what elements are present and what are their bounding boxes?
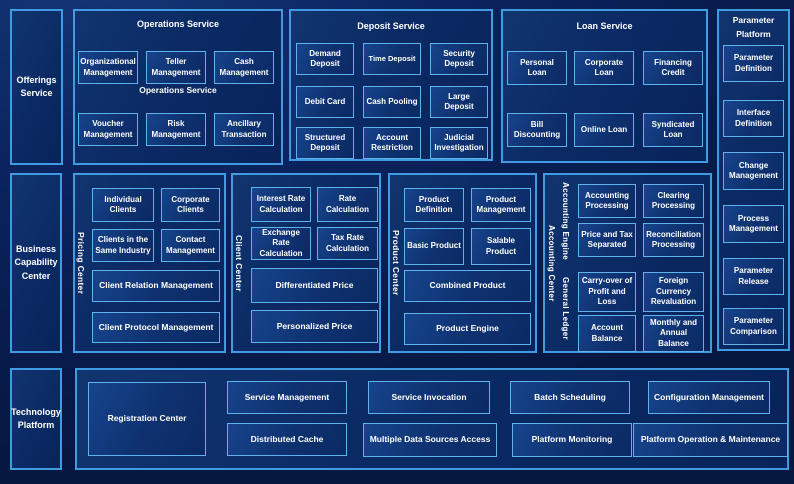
box-service-management: Service Management bbox=[227, 381, 347, 414]
box-basic-product: Basic Product bbox=[404, 228, 464, 265]
sidebar-offerings-service: Offerings Service bbox=[10, 9, 63, 165]
business-capability-label: Business Capability Center bbox=[14, 244, 58, 281]
box-corporate-loan: Corporate Loan bbox=[574, 51, 634, 85]
box-cash-management: Cash Management bbox=[214, 51, 274, 84]
box-exchange-rate-calculation: Exchange Rate Calculation bbox=[251, 227, 311, 260]
box-combined-product: Combined Product bbox=[404, 270, 531, 302]
box-structured-deposit: Structured Deposit bbox=[296, 127, 354, 159]
box-ancillary-transaction: Ancillary Transaction bbox=[214, 113, 274, 146]
box-product-engine: Product Engine bbox=[404, 313, 531, 345]
general-ledger-label: General Ledger bbox=[561, 276, 570, 340]
box-security-deposit: Security Deposit bbox=[430, 43, 488, 75]
box-individual-clients: Individual Clients bbox=[92, 188, 154, 222]
box-syndicated-loan: Syndicated Loan bbox=[643, 113, 703, 147]
box-bill-discounting: Bill Discounting bbox=[507, 113, 567, 147]
box-salable-product: Salable Product bbox=[471, 228, 531, 265]
box-teller-management: Teller Management bbox=[146, 51, 206, 84]
box-change-management: Change Management bbox=[723, 152, 784, 190]
box-voucher-management: Voucher Management bbox=[78, 113, 138, 146]
accounting-center-label: Accounting Center bbox=[547, 224, 556, 302]
box-client-protocol-management: Client Protocol Management bbox=[92, 312, 220, 343]
box-differentiated-price: Differentiated Price bbox=[251, 268, 378, 303]
operations-service-title: Operations Service bbox=[136, 19, 220, 29]
operations-service-watermark: Operations Service bbox=[139, 85, 217, 95]
box-product-management: Product Management bbox=[471, 188, 531, 222]
box-personal-loan: Personal Loan bbox=[507, 51, 567, 85]
box-interest-rate-calculation: Interest Rate Calculation bbox=[251, 187, 311, 222]
box-parameter-release: Parameter Release bbox=[723, 258, 784, 295]
box-cash-pooling: Cash Pooling bbox=[363, 86, 421, 118]
accounting-engine-label: Accounting Engine bbox=[561, 182, 570, 260]
product-center-label: Product Center bbox=[391, 230, 401, 296]
box-account-restriction: Account Restriction bbox=[363, 127, 421, 159]
loan-service-title: Loan Service bbox=[576, 21, 633, 31]
box-multiple-data-sources-access: Multiple Data Sources Access bbox=[363, 423, 497, 457]
box-debit-card: Debit Card bbox=[296, 86, 354, 118]
box-interface-definition: Interface Definition bbox=[723, 100, 784, 137]
box-foreign-currency-revaluation: Foreign Currency Revaluation bbox=[643, 272, 704, 312]
box-accounting-processing: Accounting Processing bbox=[578, 184, 636, 218]
box-contact-management: Contact Management bbox=[161, 229, 220, 262]
box-rate-calculation: Rate Calculation bbox=[317, 187, 378, 222]
box-reconciliation-processing: Reconciliation Processing bbox=[643, 223, 704, 257]
box-parameter-definition: Parameter Definition bbox=[723, 45, 784, 82]
box-platform-operation-maintenance: Platform Operation & Maintenance bbox=[633, 423, 788, 457]
box-personalized-price: Personalized Price bbox=[251, 310, 378, 343]
box-large-deposit: Large Deposit bbox=[430, 86, 488, 118]
box-process-management: Process Management bbox=[723, 205, 784, 243]
box-parameter-comparison: Parameter Comparison bbox=[723, 308, 784, 345]
box-configuration-management: Configuration Management bbox=[648, 381, 770, 414]
box-registration-center: Registration Center bbox=[88, 382, 206, 456]
box-risk-management: Risk Management bbox=[146, 113, 206, 146]
box-organizational-management: Organizational Management bbox=[78, 51, 138, 84]
box-tax-rate-calculation: Tax Rate Calculation bbox=[317, 227, 378, 260]
box-account-balance: Account Balance bbox=[578, 315, 636, 352]
deposit-service-title: Deposit Service bbox=[357, 21, 425, 31]
client-center-label: Client Center bbox=[234, 234, 244, 292]
box-client-relation-management: Client Relation Management bbox=[92, 270, 220, 302]
box-service-invocation: Service Invocation bbox=[368, 381, 490, 414]
box-corporate-clients: Corporate Clients bbox=[161, 188, 220, 222]
box-carry-over-profit-loss: Carry-over of Profit and Loss bbox=[578, 272, 636, 312]
box-clients-same-industry: Clients in the Same Industry bbox=[92, 229, 154, 262]
box-demand-deposit: Demand Deposit bbox=[296, 43, 354, 75]
technology-platform-label: Technology Platform bbox=[11, 406, 61, 430]
box-product-definition: Product Definition bbox=[404, 188, 464, 222]
sidebar-business-capability-center: Business Capability Center bbox=[10, 173, 62, 353]
pricing-center-label: Pricing Center bbox=[76, 231, 86, 295]
box-online-loan: Online Loan bbox=[574, 113, 634, 147]
parameter-platform-title: Parameter Platform bbox=[732, 15, 775, 39]
offerings-service-label: Offerings Service bbox=[16, 74, 57, 98]
sidebar-technology-platform: Technology Platform bbox=[10, 368, 62, 470]
box-judicial-investigation: Judicial Investigation bbox=[430, 127, 488, 159]
box-clearing-processing: Clearing Processing bbox=[643, 184, 704, 218]
box-time-deposit: Time Deposit bbox=[363, 43, 421, 75]
box-monthly-annual-balance: Monthly and Annual Balance bbox=[643, 315, 704, 352]
box-platform-monitoring: Platform Monitoring bbox=[512, 423, 632, 457]
box-batch-scheduling: Batch Scheduling bbox=[510, 381, 630, 414]
box-price-and-tax-separated: Price and Tax Separated bbox=[578, 223, 636, 257]
box-distributed-cache: Distributed Cache bbox=[227, 423, 347, 456]
box-financing-credit: Financing Credit bbox=[643, 51, 703, 85]
